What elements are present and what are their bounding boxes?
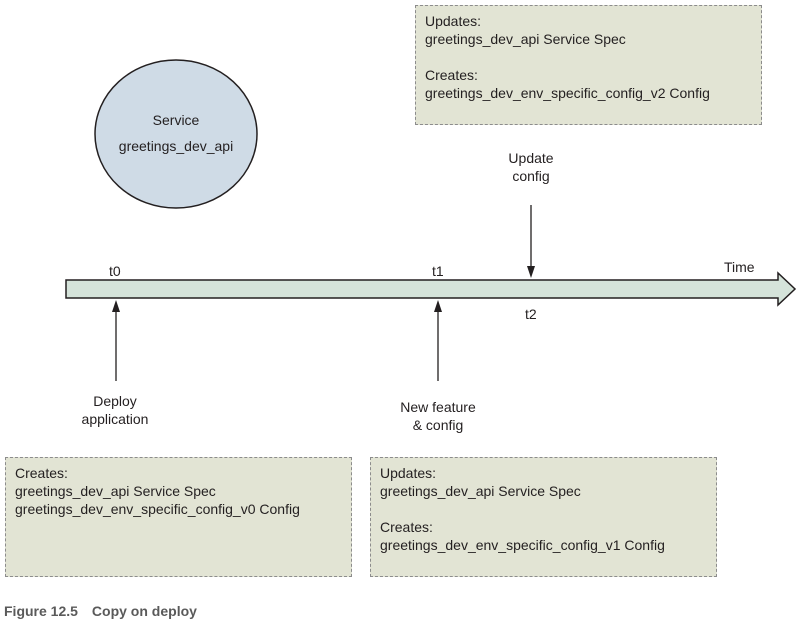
new-feature-label: New feature & config — [400, 399, 476, 433]
figure-number: Figure 12.5 — [4, 603, 78, 619]
note-t1-line1: Updates: — [380, 465, 437, 481]
tick-t0: t0 — [109, 263, 121, 279]
note-t1-line2: greetings_dev_api Service Spec — [380, 483, 581, 499]
time-axis-label: Time — [724, 259, 755, 275]
note-t2-line2: greetings_dev_api Service Spec — [425, 31, 626, 47]
note-t0: Creates: greetings_dev_api Service Spec … — [5, 457, 352, 577]
note-t0-line1: Creates: — [15, 465, 68, 481]
note-t2: Updates: greetings_dev_api Service Spec … — [415, 5, 762, 125]
note-t0-line2: greetings_dev_api Service Spec — [15, 483, 216, 499]
service-name: greetings_dev_api — [118, 138, 234, 154]
note-t1-line4: greetings_dev_env_specific_config_v1 Con… — [380, 537, 665, 553]
service-title: Service — [152, 112, 200, 128]
timeline-arrow — [65, 271, 797, 307]
tick-t2: t2 — [525, 306, 537, 322]
new-feature-arrow — [434, 300, 442, 381]
note-t2-line1: Updates: — [425, 13, 482, 29]
figure-title: Copy on deploy — [91, 603, 197, 619]
note-t0-line3: greetings_dev_env_specific_config_v0 Con… — [15, 501, 300, 517]
note-t1: Updates: greetings_dev_api Service Spec … — [370, 457, 717, 577]
update-config-arrow — [527, 205, 535, 278]
deploy-label: Deploy application — [81, 393, 149, 427]
note-t1-line3: Creates: — [380, 519, 433, 535]
note-t2-line4: greetings_dev_env_specific_config_v2 Con… — [425, 85, 710, 101]
figure-caption: Figure 12.5 Copy on deploy — [4, 603, 197, 619]
note-t2-line3: Creates: — [425, 67, 478, 83]
deploy-arrow — [112, 300, 120, 381]
update-config-label: Update config — [508, 150, 554, 184]
service-ellipse — [94, 59, 258, 209]
tick-t1: t1 — [432, 263, 444, 279]
